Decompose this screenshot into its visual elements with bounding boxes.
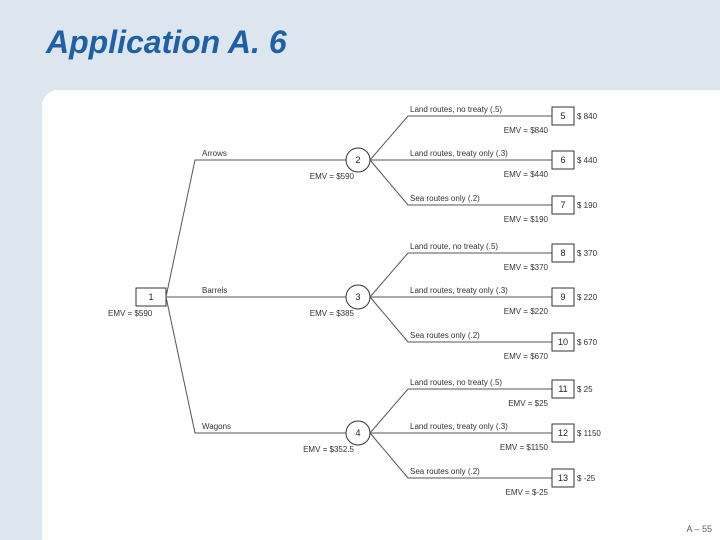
outcome-label: Sea routes only (.2) — [410, 331, 480, 340]
outcome-label: Land routes, no treaty (.5) — [410, 105, 502, 114]
outcome-node-box — [551, 468, 575, 488]
outcome-branch-line — [369, 159, 552, 206]
outcome-node-box — [551, 195, 575, 215]
chance-node-emv: EMV = $352.5 — [303, 445, 354, 454]
decision-branch-label: Arrows — [202, 149, 227, 158]
chance-node-label: 2 — [355, 155, 360, 165]
outcome-emv: EMV = $1150 — [500, 443, 549, 452]
outcome-payoff: $ 840 — [577, 112, 598, 121]
outcome-payoff: $ 440 — [577, 156, 598, 165]
outcome-emv: EMV = $25 — [508, 399, 548, 408]
outcome-emv: EMV = $-25 — [506, 488, 549, 497]
outcome-node-label: 13 — [558, 473, 568, 483]
outcome-emv: EMV = $370 — [504, 263, 549, 272]
decision-branch-label: Wagons — [202, 422, 231, 431]
outcome-payoff: $ 190 — [577, 201, 598, 210]
outcome-node-box — [551, 423, 575, 443]
outcome-node-label: 6 — [560, 155, 565, 165]
outcome-label: Land route, no treaty (.5) — [410, 242, 498, 251]
outcome-node-label: 10 — [558, 337, 568, 347]
chance-node-label: 3 — [355, 292, 360, 302]
outcome-node-box — [551, 379, 575, 399]
outcome-branch-line — [369, 252, 552, 298]
outcome-branch-line — [369, 432, 552, 479]
outcome-payoff: $ 1150 — [577, 429, 601, 438]
outcome-emv: EMV = $220 — [504, 307, 549, 316]
outcome-label: Land routes, no treaty (.5) — [410, 378, 502, 387]
outcome-node-box — [551, 287, 575, 307]
decision-node-label: 1 — [148, 292, 153, 302]
outcome-label: Land routes, treaty only (.3) — [410, 422, 508, 431]
outcome-emv: EMV = $440 — [504, 170, 549, 179]
chance-node-emv: EMV = $385 — [310, 309, 355, 318]
outcome-node-label: 5 — [560, 111, 565, 121]
outcome-node-box — [551, 150, 575, 170]
outcome-payoff: $ -25 — [577, 474, 596, 483]
decision-branch-line — [165, 159, 346, 298]
outcome-branch-line — [369, 115, 552, 161]
decision-node-emv: EMV = $590 — [108, 309, 153, 318]
decision-branch-label: Barrels — [202, 286, 227, 295]
outcome-node-box — [551, 106, 575, 126]
outcome-node-label: 7 — [560, 200, 565, 210]
outcome-label: Sea routes only (.2) — [410, 467, 480, 476]
outcome-branch-line — [369, 388, 552, 434]
outcome-emv: EMV = $840 — [504, 126, 549, 135]
outcome-payoff: $ 370 — [577, 249, 598, 258]
outcome-node-label: 8 — [560, 248, 565, 258]
outcome-emv: EMV = $670 — [504, 352, 549, 361]
outcome-payoff: $ 670 — [577, 338, 598, 347]
chance-node-emv: EMV = $590 — [310, 172, 355, 181]
outcome-emv: EMV = $190 — [504, 215, 549, 224]
slide-title: Application A. 6 — [46, 24, 287, 60]
outcome-payoff: $ 25 — [577, 385, 593, 394]
outcome-label: Land routes, treaty only (.3) — [410, 286, 508, 295]
outcome-node-label: 11 — [558, 384, 567, 394]
outcome-node-box — [551, 332, 575, 352]
page-number: A – 55 — [686, 524, 712, 534]
outcome-label: Sea routes only (.2) — [410, 194, 480, 203]
outcome-label: Land routes, treaty only (.3) — [410, 149, 508, 158]
outcome-node-label: 9 — [560, 292, 565, 302]
outcome-payoff: $ 220 — [577, 293, 598, 302]
chance-node-label: 4 — [355, 428, 360, 438]
decision-branch-line — [165, 296, 346, 434]
outcome-node-box — [551, 243, 575, 263]
outcome-node-label: 12 — [558, 428, 568, 438]
outcome-branch-line — [369, 296, 552, 343]
